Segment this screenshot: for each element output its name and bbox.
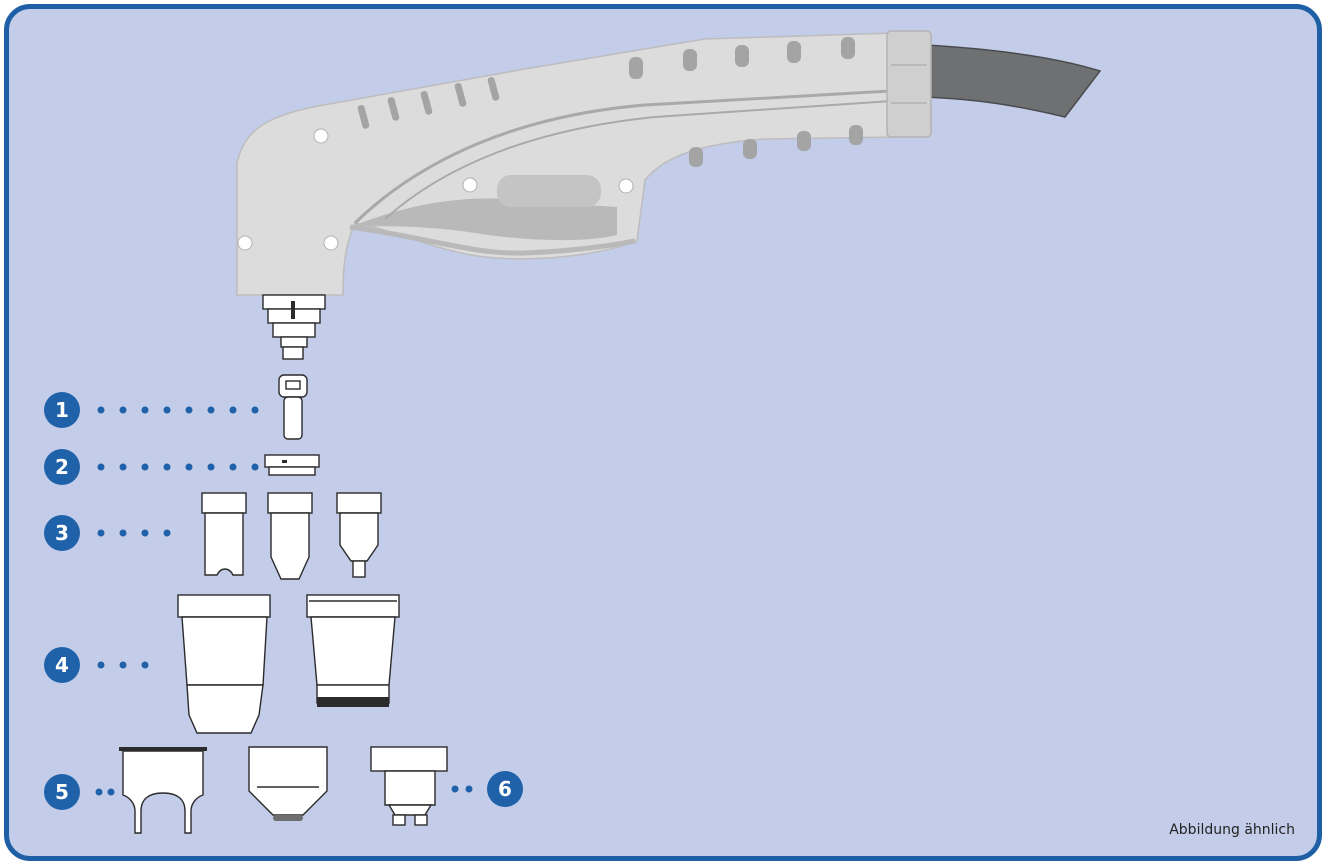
callout-4-label: 4 [55,653,69,677]
callout-2-label: 2 [55,455,69,479]
part-5-drag-shield [119,747,207,833]
torch-diagram: 1 2 3 4 5 [9,9,1322,861]
callout-4: 4 [44,647,149,683]
callout-2: 2 [44,449,259,485]
callout-1-leader [98,407,259,414]
callout-3-label: 3 [55,521,69,545]
torch-head-mount [263,295,325,359]
torch-handle [237,33,895,295]
callout-6-leader [452,786,473,793]
part-6-gouging-cap [371,747,447,825]
callout-2-leader [98,464,259,471]
part-1-electrode [279,375,307,439]
callout-5: 5 [44,774,115,810]
grip-pad [497,175,601,207]
nozzle-b [268,493,312,579]
nozzle-c [337,493,381,577]
part-4-shield-cups [178,595,399,733]
handle-collar [887,31,931,137]
shield-cup-a [178,595,270,733]
part-3-nozzles [202,493,381,579]
callout-1: 1 [44,392,259,428]
part-5-retaining-cap [249,747,327,821]
nozzle-a [202,493,246,575]
diagram-frame: 1 2 3 4 5 [4,4,1322,861]
callout-3: 3 [44,515,171,551]
callout-6: 6 [452,771,524,807]
torch-cable [925,45,1100,117]
callout-4-leader [98,662,149,669]
shield-cup-b [307,595,399,707]
callout-3-leader [98,530,171,537]
callout-6-label: 6 [498,777,512,801]
callout-5-label: 5 [55,780,69,804]
caption: Abbildung ähnlich [1169,822,1295,838]
callout-1-label: 1 [55,398,69,422]
callout-5-leader [96,789,115,796]
plasma-torch [237,31,1100,359]
part-2-swirl-ring [265,455,319,475]
